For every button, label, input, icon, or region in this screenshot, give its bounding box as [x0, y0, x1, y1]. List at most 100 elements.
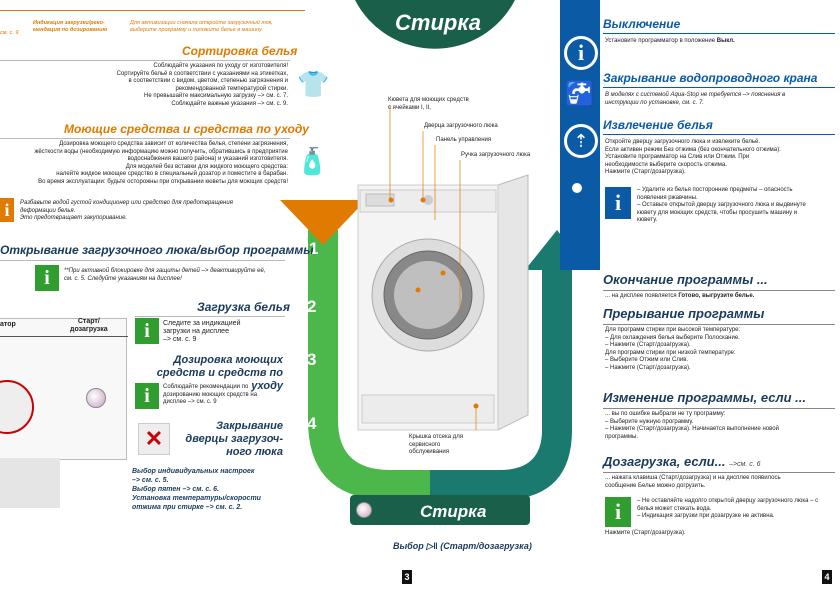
- top-label: Индикация загрузки/реко- мендация по доз…: [33, 20, 108, 33]
- remove-line-2: Если активен режим Без отжима (без оконч…: [605, 146, 781, 153]
- top-note: Для активизации сначала откройте загрузо…: [130, 20, 273, 33]
- top-left-band: [0, 10, 305, 43]
- panel-selector-label: атор: [0, 321, 16, 328]
- warn-text: Разбавьте водой густой кондиционер или с…: [20, 200, 290, 223]
- open-divider: [0, 260, 285, 261]
- no-close-icon: ✕: [138, 423, 170, 455]
- end-divider: [603, 290, 835, 291]
- change-line-2: – Выберите нужную программу.: [605, 418, 694, 425]
- add-bullet-2: – Индикация загрузки при дозагрузке не а…: [637, 513, 775, 519]
- info-icon-load: i: [135, 318, 159, 344]
- load-line-2: загрузки на дисплее: [163, 328, 229, 335]
- washing-machine-illustration: [357, 174, 529, 431]
- end-text-bold: Готово, выгрузите белье.: [678, 293, 755, 299]
- info-icon-dose: i: [135, 383, 159, 409]
- dose-line-2: дозированию моющих средств на: [163, 391, 258, 398]
- settings-line-5: отжима при стирке –> см. с. 2.: [132, 504, 243, 511]
- load-divider: [135, 316, 285, 317]
- start-button-dial[interactable]: [86, 388, 106, 408]
- info-icon-orange: i: [0, 198, 14, 222]
- settings-line-3: Выбор пятен –> см. с. 6.: [132, 486, 219, 493]
- add-title-ref: –>см. с. 6: [729, 461, 761, 468]
- tap-line-2: инструкции по установке, см. с. 7.: [605, 99, 704, 106]
- dose-line-1: Соблюдайте рекомендации по: [163, 384, 249, 390]
- detergent-title: Моющие средства и средства по уходу: [64, 122, 309, 136]
- remove-line-5: Нажмите (Старт/дозагрузка).: [605, 169, 686, 175]
- detergent-line-6: Во время эксплуатации: будьте осторожны …: [38, 178, 288, 185]
- settings-text: Выбор индивидуальных настроек –> см. с. …: [132, 467, 292, 512]
- upload-icon: ⇡: [564, 124, 598, 158]
- open-note: **При активной блокировке для защиты дет…: [64, 268, 289, 283]
- tap-icon: 🚰: [565, 81, 595, 108]
- remove-line-1: Откройте дверцу загрузочного люка и извл…: [605, 139, 760, 145]
- change-line-3: – Нажмите (Старт/дозагрузка). Начинается…: [605, 426, 779, 432]
- detergent-line-3: водоснабжения вашего района) и указаний …: [127, 156, 288, 162]
- off-text-main: Установите программатор в положение: [605, 38, 716, 44]
- center-bottom-title: Стирка: [420, 502, 487, 521]
- detergent-divider: [0, 138, 290, 139]
- tap-title: Закрывание водопроводного крана: [603, 71, 818, 85]
- add-last: Нажмите (Старт/дозагрузка).: [605, 530, 686, 536]
- page-number-left: 3: [402, 570, 412, 584]
- pause-line-3: – Нажмите (Старт/дозагрузка).: [605, 342, 691, 348]
- pause-title: Прерывание программы: [603, 306, 765, 321]
- pause-divider: [603, 324, 835, 325]
- off-divider: [603, 33, 835, 34]
- add-line-1: ... нажата клавиша (Старт/дозагрузка) и …: [605, 475, 781, 481]
- off-text: Установите программатор в положение Выкл…: [605, 38, 835, 46]
- info-icon-add: i: [605, 497, 631, 527]
- callout-handle: Ручка загрузочного люка: [461, 152, 531, 158]
- center-top-title: Стирка: [395, 10, 481, 35]
- step-6: 6: [574, 370, 584, 389]
- step-1: 1: [309, 239, 319, 258]
- load-text: Следите за индикацией загрузки на диспле…: [163, 320, 288, 344]
- off-title: Выключение: [603, 17, 681, 31]
- shirt-icon: 👕: [297, 69, 330, 99]
- tap-text: В моделях с системой Aqua-Stop не требуе…: [605, 92, 835, 107]
- remove-bullets: – Удалите из белья посторонние предметы …: [637, 187, 807, 225]
- dose-text: Соблюдайте рекомендации по дозированию м…: [163, 384, 288, 407]
- sort-line-1: Соблюдайте указания по уходу от изготови…: [153, 63, 288, 69]
- warn-line-1: Разбавьте водой густой кондиционер или с…: [20, 200, 233, 206]
- sort-line-5: Не превышайте максимальную загрузку –> с…: [144, 93, 288, 99]
- remove-title: Извлечение белья: [603, 118, 713, 132]
- warn-line-3: Это предотвращает закупоривание.: [20, 215, 128, 221]
- change-text: ... вы по ошибке выбрали не ту программу…: [605, 411, 835, 441]
- change-title: Изменение программы, если ...: [603, 390, 806, 405]
- detergent-line-2: жёсткости воды (необходимую информацию м…: [34, 148, 288, 155]
- remove-line-4: необходимости выберите скорость отжима.: [605, 161, 727, 168]
- end-text-main: ... на дисплее появляется: [605, 293, 677, 299]
- add-text: ... нажата клавиша (Старт/дозагрузка) и …: [605, 475, 835, 490]
- change-divider: [603, 408, 835, 409]
- settings-line-4: Установка температуры/скорости: [132, 495, 261, 502]
- remove-text: Откройте дверцу загрузочного люка и извл…: [605, 139, 835, 177]
- start-button-icon: [356, 502, 372, 518]
- sort-line-3: в соответствии с видом, цветом, степенью…: [128, 78, 288, 84]
- close-title: Закрывание дверцы загрузоч- ного люка: [185, 420, 283, 458]
- page-number-right: 4: [822, 570, 832, 584]
- detergent-line-1: Дозировка моющего средства зависит от ко…: [59, 141, 288, 147]
- remove-divider: [603, 134, 835, 135]
- end-text: ... на дисплее появляется Готово, выгруз…: [605, 293, 835, 301]
- detergent-text: Дозировка моющего средства зависит от ко…: [0, 141, 288, 186]
- sort-text: Соблюдайте указания по уходу от изготови…: [30, 63, 288, 108]
- settings-line-1: Выбор индивидуальных настроек: [132, 468, 255, 475]
- sort-line-2: Сортируйте бельё в соответствии с указан…: [116, 70, 288, 77]
- step-3: 3: [307, 350, 317, 369]
- warn-line-2: деформации белья.: [20, 207, 76, 214]
- step-5: 5: [312, 467, 322, 486]
- open-title: Открывание загрузочного люка/выбор прогр…: [0, 243, 314, 257]
- start-pause-icon: ▷‖: [426, 541, 438, 551]
- center-bottom-sub-label: Выбор: [393, 541, 424, 551]
- panel-divider: [0, 336, 128, 337]
- panel-footnote-box: [0, 458, 60, 508]
- info-icon-circle: i: [564, 36, 598, 70]
- pause-line-2: – Для охлаждения белья выберите Полоскан…: [605, 334, 740, 341]
- end-title: Окончание программы ...: [603, 272, 768, 287]
- step-2: 2: [307, 297, 317, 316]
- top-ref: см. с. 9: [0, 30, 19, 36]
- sort-title: Сортировка белья: [182, 44, 298, 58]
- load-line-3: –> см. с. 9: [163, 336, 197, 343]
- change-line-4: программы.: [605, 433, 639, 440]
- pause-line-5: – Выберите Отжим или Слив.: [605, 357, 689, 363]
